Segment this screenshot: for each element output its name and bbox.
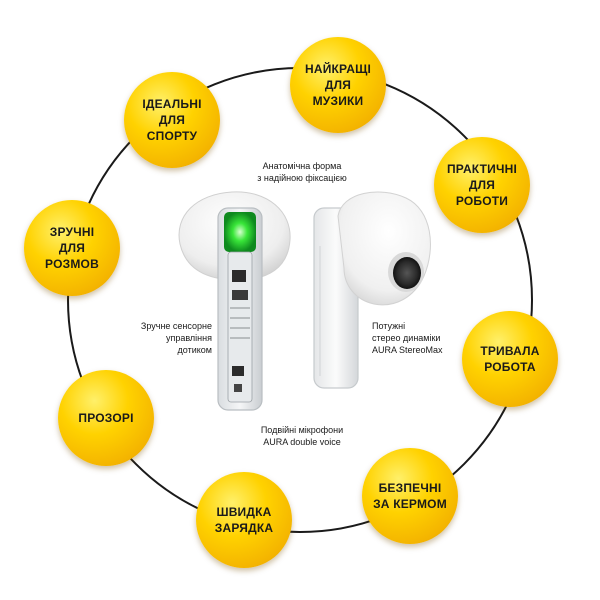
- earbud-right-image: [313, 191, 431, 389]
- badge-charging-label: ШВИДКА ЗАРЯДКА: [214, 505, 274, 535]
- badge-transparent: ПРОЗОРІ: [58, 370, 154, 466]
- badge-transparent-label: ПРОЗОРІ: [78, 411, 134, 425]
- badge-work: ПРАКТИЧНІ ДЛЯ РОБОТИ: [434, 137, 530, 233]
- caption-mics: Подвійні мікрофони AURA double voice: [260, 425, 344, 447]
- badge-calls-label: ЗРУЧНІ ДЛЯ РОЗМОВ: [45, 225, 99, 271]
- badge-sport: ІДЕАЛЬНІ ДЛЯ СПОРТУ: [124, 72, 220, 168]
- badge-battery: ТРИВАЛА РОБОТА: [462, 311, 558, 407]
- badge-battery-label: ТРИВАЛА РОБОТА: [480, 344, 540, 374]
- badge-calls: ЗРУЧНІ ДЛЯ РОЗМОВ: [24, 200, 120, 296]
- caption-speakers: Потужні стерео динаміки AURA StereoMax: [372, 321, 443, 355]
- badge-driving: БЕЗПЕЧНІ ЗА КЕРМОМ: [362, 448, 458, 544]
- earbud-left-image: [178, 191, 291, 411]
- badge-charging: ШВИДКА ЗАРЯДКА: [196, 472, 292, 568]
- badge-driving-label: БЕЗПЕЧНІ ЗА КЕРМОМ: [373, 481, 447, 511]
- badge-work-label: ПРАКТИЧНІ ДЛЯ РОБОТИ: [446, 162, 518, 208]
- badge-sport-label: ІДЕАЛЬНІ ДЛЯ СПОРТУ: [142, 97, 202, 143]
- caption-anatomic: Анатомічна форма з надійною фіксацією: [257, 161, 347, 183]
- caption-touch: Зручне сенсорне управління дотиком: [140, 321, 212, 355]
- badge-music-label: НАЙКРАЩІ ДЛЯ МУЗИКИ: [304, 62, 372, 108]
- badge-music: НАЙКРАЩІ ДЛЯ МУЗИКИ: [290, 37, 386, 133]
